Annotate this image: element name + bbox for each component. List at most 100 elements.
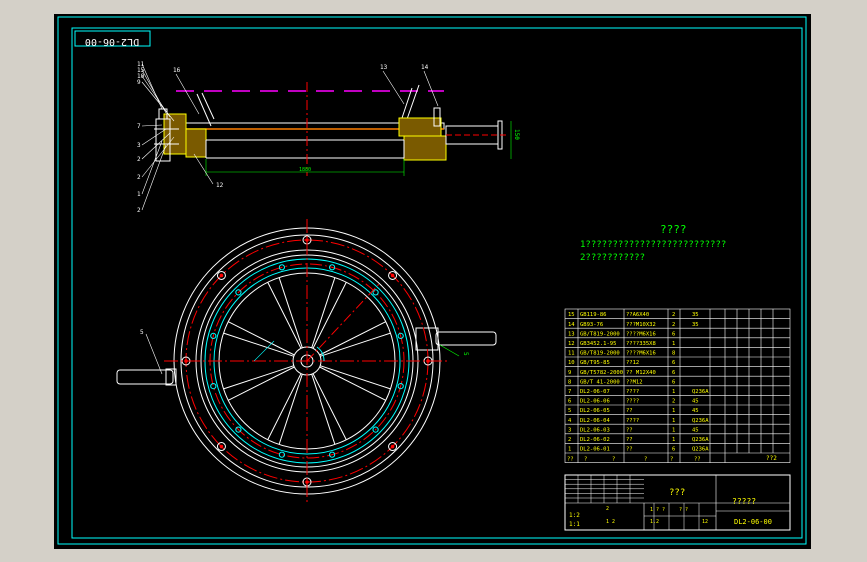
bolt-hole-outer <box>216 442 226 452</box>
bom-cell-code: DL2-06-06 <box>580 399 610 405</box>
notes-line-1: 1?????????????????????????? <box>580 240 726 250</box>
bolt-hole-outer <box>388 270 398 280</box>
bom-cell-qty: 1 <box>672 341 675 347</box>
technical-notes: ???? 1?????????????????????????? 2??????… <box>580 223 726 263</box>
bom-header-right: ??2 <box>766 455 777 462</box>
bom-cell-mat: 45 <box>692 408 699 414</box>
bom-cell-qty: 1 <box>672 418 675 424</box>
bom-header-cell: ? <box>670 457 673 463</box>
cad-drawing: DL2-06-00 <box>57 16 807 545</box>
bom-cell-qty: 1 <box>672 427 675 433</box>
bom-cell-name: ???? <box>626 389 639 395</box>
callout-left-11: 11 <box>137 61 145 68</box>
title-block-drawing-no: DL2-06-00 <box>734 518 772 526</box>
inner-frame <box>71 27 803 539</box>
plan-view: 5 5 <box>116 219 497 504</box>
bolt-hole-inner <box>235 289 242 296</box>
dimension-right: 150 <box>513 129 520 140</box>
drawing-area[interactable]: DL2-06-00 <box>54 14 811 549</box>
bom-cell-no: 1 <box>568 447 571 453</box>
bom-cell-mat: Q236A <box>692 437 709 443</box>
bom-cell-code: GB119-86 <box>580 312 607 318</box>
bom-cell-code: GB/T819-2000 <box>580 351 620 357</box>
callout-left-2: 2 <box>137 174 141 181</box>
bolt-hole-inner <box>372 289 379 296</box>
callout-left-2: 2 <box>137 156 141 163</box>
bom-cell-code: DL2-06-05 <box>580 408 610 414</box>
bom-cell-no: 15 <box>568 312 575 318</box>
title-block-name: ??? <box>669 488 685 498</box>
dimension-bottom: 1880 <box>299 167 311 173</box>
drawing-number-flipped: DL2-06-00 <box>85 36 139 47</box>
bolt-hole-inner <box>210 383 217 390</box>
callout-left-10: 10 <box>137 73 145 80</box>
bom-cell-name: ????M6X16 <box>626 351 656 357</box>
title-block-mark-4: 2 <box>606 506 609 512</box>
bom-cell-name: ?? <box>626 437 633 443</box>
bom-cell-mat: Q236A <box>692 418 709 424</box>
bolt-hole-outer <box>388 442 398 452</box>
bom-header-cell: ?? <box>694 457 701 463</box>
callout-left-15: 15 <box>137 67 145 74</box>
bom-cell-qty: 1 <box>672 408 675 414</box>
title-block-mark-1: 1 ? ? <box>650 507 665 513</box>
bom-cell-no: 3 <box>568 427 571 433</box>
bom-header-cell: ?? <box>567 457 574 463</box>
bom-cell-no: 14 <box>568 322 575 328</box>
bom-cell-name: ?? <box>626 427 633 433</box>
bolt-hole-outer <box>216 270 226 280</box>
bom-cell-no: 5 <box>568 408 571 414</box>
bom-cell-no: 4 <box>568 418 572 424</box>
bom-cell-name: ??M12 <box>626 379 643 385</box>
bom-cell-no: 9 <box>568 370 571 376</box>
bom-cell-name: ??12 <box>626 360 639 366</box>
bom-cell-qty: 6 <box>672 360 675 366</box>
callout-top-16: 16 <box>173 67 181 74</box>
bom-cell-qty: 8 <box>672 351 675 357</box>
notes-title: ???? <box>660 223 687 236</box>
bom-cell-no: 12 <box>568 341 575 347</box>
callout-left-3: 3 <box>137 142 141 149</box>
bolt-hole-inner <box>210 332 217 339</box>
bom-cell-code: GB3452.1-95 <box>580 341 616 347</box>
right-handle <box>415 327 497 351</box>
bom-cell-code: GB/T 41-2000 <box>580 379 620 385</box>
bom-cell-name: ?? <box>626 447 633 453</box>
bolt-hole-inner <box>397 332 404 339</box>
bolt-hole-inner <box>278 451 285 458</box>
bom-cell-code: GB/T819-2000 <box>580 331 620 337</box>
bom-cell-code: DL2-06-03 <box>580 427 610 433</box>
drawing-number-box: DL2-06-00 <box>74 30 151 47</box>
title-block-sheet: 1:1 <box>569 521 580 528</box>
left-handle <box>116 368 177 386</box>
bom-cell-mat: Q236A <box>692 447 709 453</box>
bom-cell-mat: 45 <box>692 399 699 405</box>
bom-cell-name: ???? <box>626 418 639 424</box>
bom-header-cell: ? <box>644 457 647 463</box>
bom-cell-qty: 6 <box>672 370 675 376</box>
bom-cell-mat: 35 <box>692 312 699 318</box>
bom-cell-no: 11 <box>568 351 575 357</box>
callout-bottom: 12 <box>216 182 224 189</box>
bom-cell-no: 6 <box>568 399 571 405</box>
bom-cell-mat: Q236A <box>692 389 709 395</box>
bolt-hole-inner <box>372 426 379 433</box>
bom-cell-qty: 2 <box>672 322 675 328</box>
bom-cell-code: GB93-76 <box>580 322 603 328</box>
callout-left-1: 1 <box>137 191 141 198</box>
bom-cell-code: GB/T5782-2000 <box>580 370 623 376</box>
title-block-mark-3: 12 <box>702 519 708 525</box>
bom-header-cell: ? <box>612 457 615 463</box>
bolt-hole-inner <box>278 264 285 271</box>
bom-cell-name: ?? M12X40 <box>626 370 656 376</box>
callout-left-9: 9 <box>137 79 141 86</box>
callout-top-14: 14 <box>421 64 429 71</box>
bom-cell-code: DL2-06-01 <box>580 447 610 453</box>
callout-left-7: 7 <box>137 123 141 130</box>
bom-cell-name: ????M6X16 <box>626 331 656 337</box>
title-block-mark-6: 1 2 <box>606 519 615 525</box>
title-block: ??? ????? DL2-06-00 1:2 1:1 1 ? ? ? ? 12… <box>564 474 791 531</box>
